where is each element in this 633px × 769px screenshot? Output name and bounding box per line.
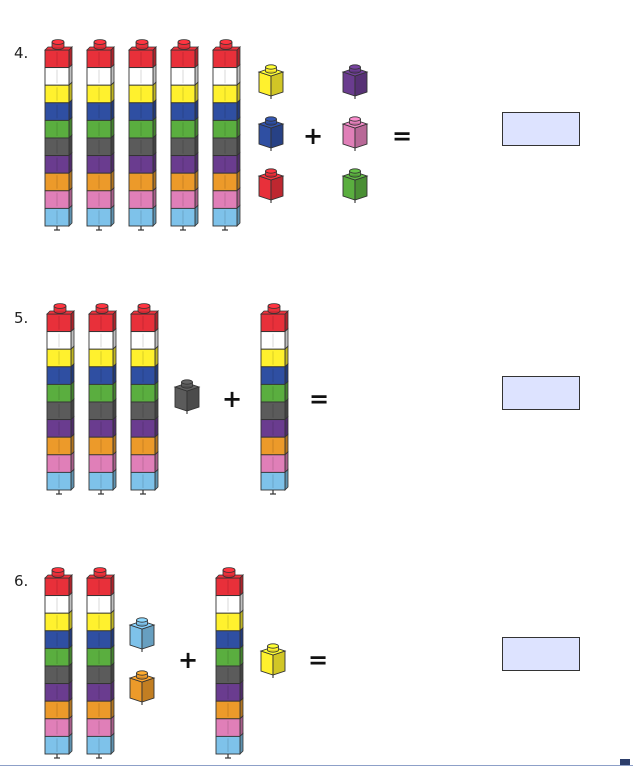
problem-4-plus: + — [303, 122, 324, 150]
problem-4-tower-1 — [44, 39, 73, 231]
problem-6-cube-lightblue — [128, 617, 156, 652]
problem-4-cube-blue — [257, 116, 285, 151]
problem-4-cube-purple — [341, 64, 369, 99]
problem-6-tower-2 — [86, 567, 115, 759]
problem-5-answer-box[interactable] — [502, 376, 580, 410]
problem-5-second-tower — [260, 303, 289, 495]
bottom-rule — [0, 765, 633, 766]
problem-6-number: 6. — [14, 572, 29, 590]
problem-4-cube-yellow — [257, 64, 285, 99]
problem-4-tower-2 — [86, 39, 115, 231]
problem-4-cube-red — [257, 168, 285, 203]
problem-5-tower-3 — [130, 303, 159, 495]
problem-4-tower-3 — [128, 39, 157, 231]
problem-5-tower-1 — [46, 303, 75, 495]
problem-5-cube-gray — [173, 379, 201, 414]
problem-6-tower-1 — [44, 567, 73, 759]
problem-5-tower-2 — [88, 303, 117, 495]
problem-6-plus: + — [178, 646, 199, 674]
problem-5-number: 5. — [14, 309, 29, 327]
problem-4-cube-pink — [341, 116, 369, 151]
problem-4-number: 4. — [14, 44, 29, 62]
problem-4-equals: = — [392, 122, 413, 150]
problem-5-plus: + — [222, 385, 243, 413]
problem-4-tower-5 — [212, 39, 241, 231]
problem-4-answer-box[interactable] — [502, 112, 580, 146]
corner-mark — [620, 759, 630, 765]
problem-4-cube-green — [341, 168, 369, 203]
problem-4-tower-4 — [170, 39, 199, 231]
problem-6-answer-box[interactable] — [502, 637, 580, 671]
problem-5-equals: = — [309, 385, 330, 413]
problem-6-equals: = — [308, 646, 329, 674]
problem-6-cube-orange — [128, 670, 156, 705]
problem-6-cube-after-plus-yellow — [259, 643, 287, 678]
problem-6-second-tower — [215, 567, 244, 759]
